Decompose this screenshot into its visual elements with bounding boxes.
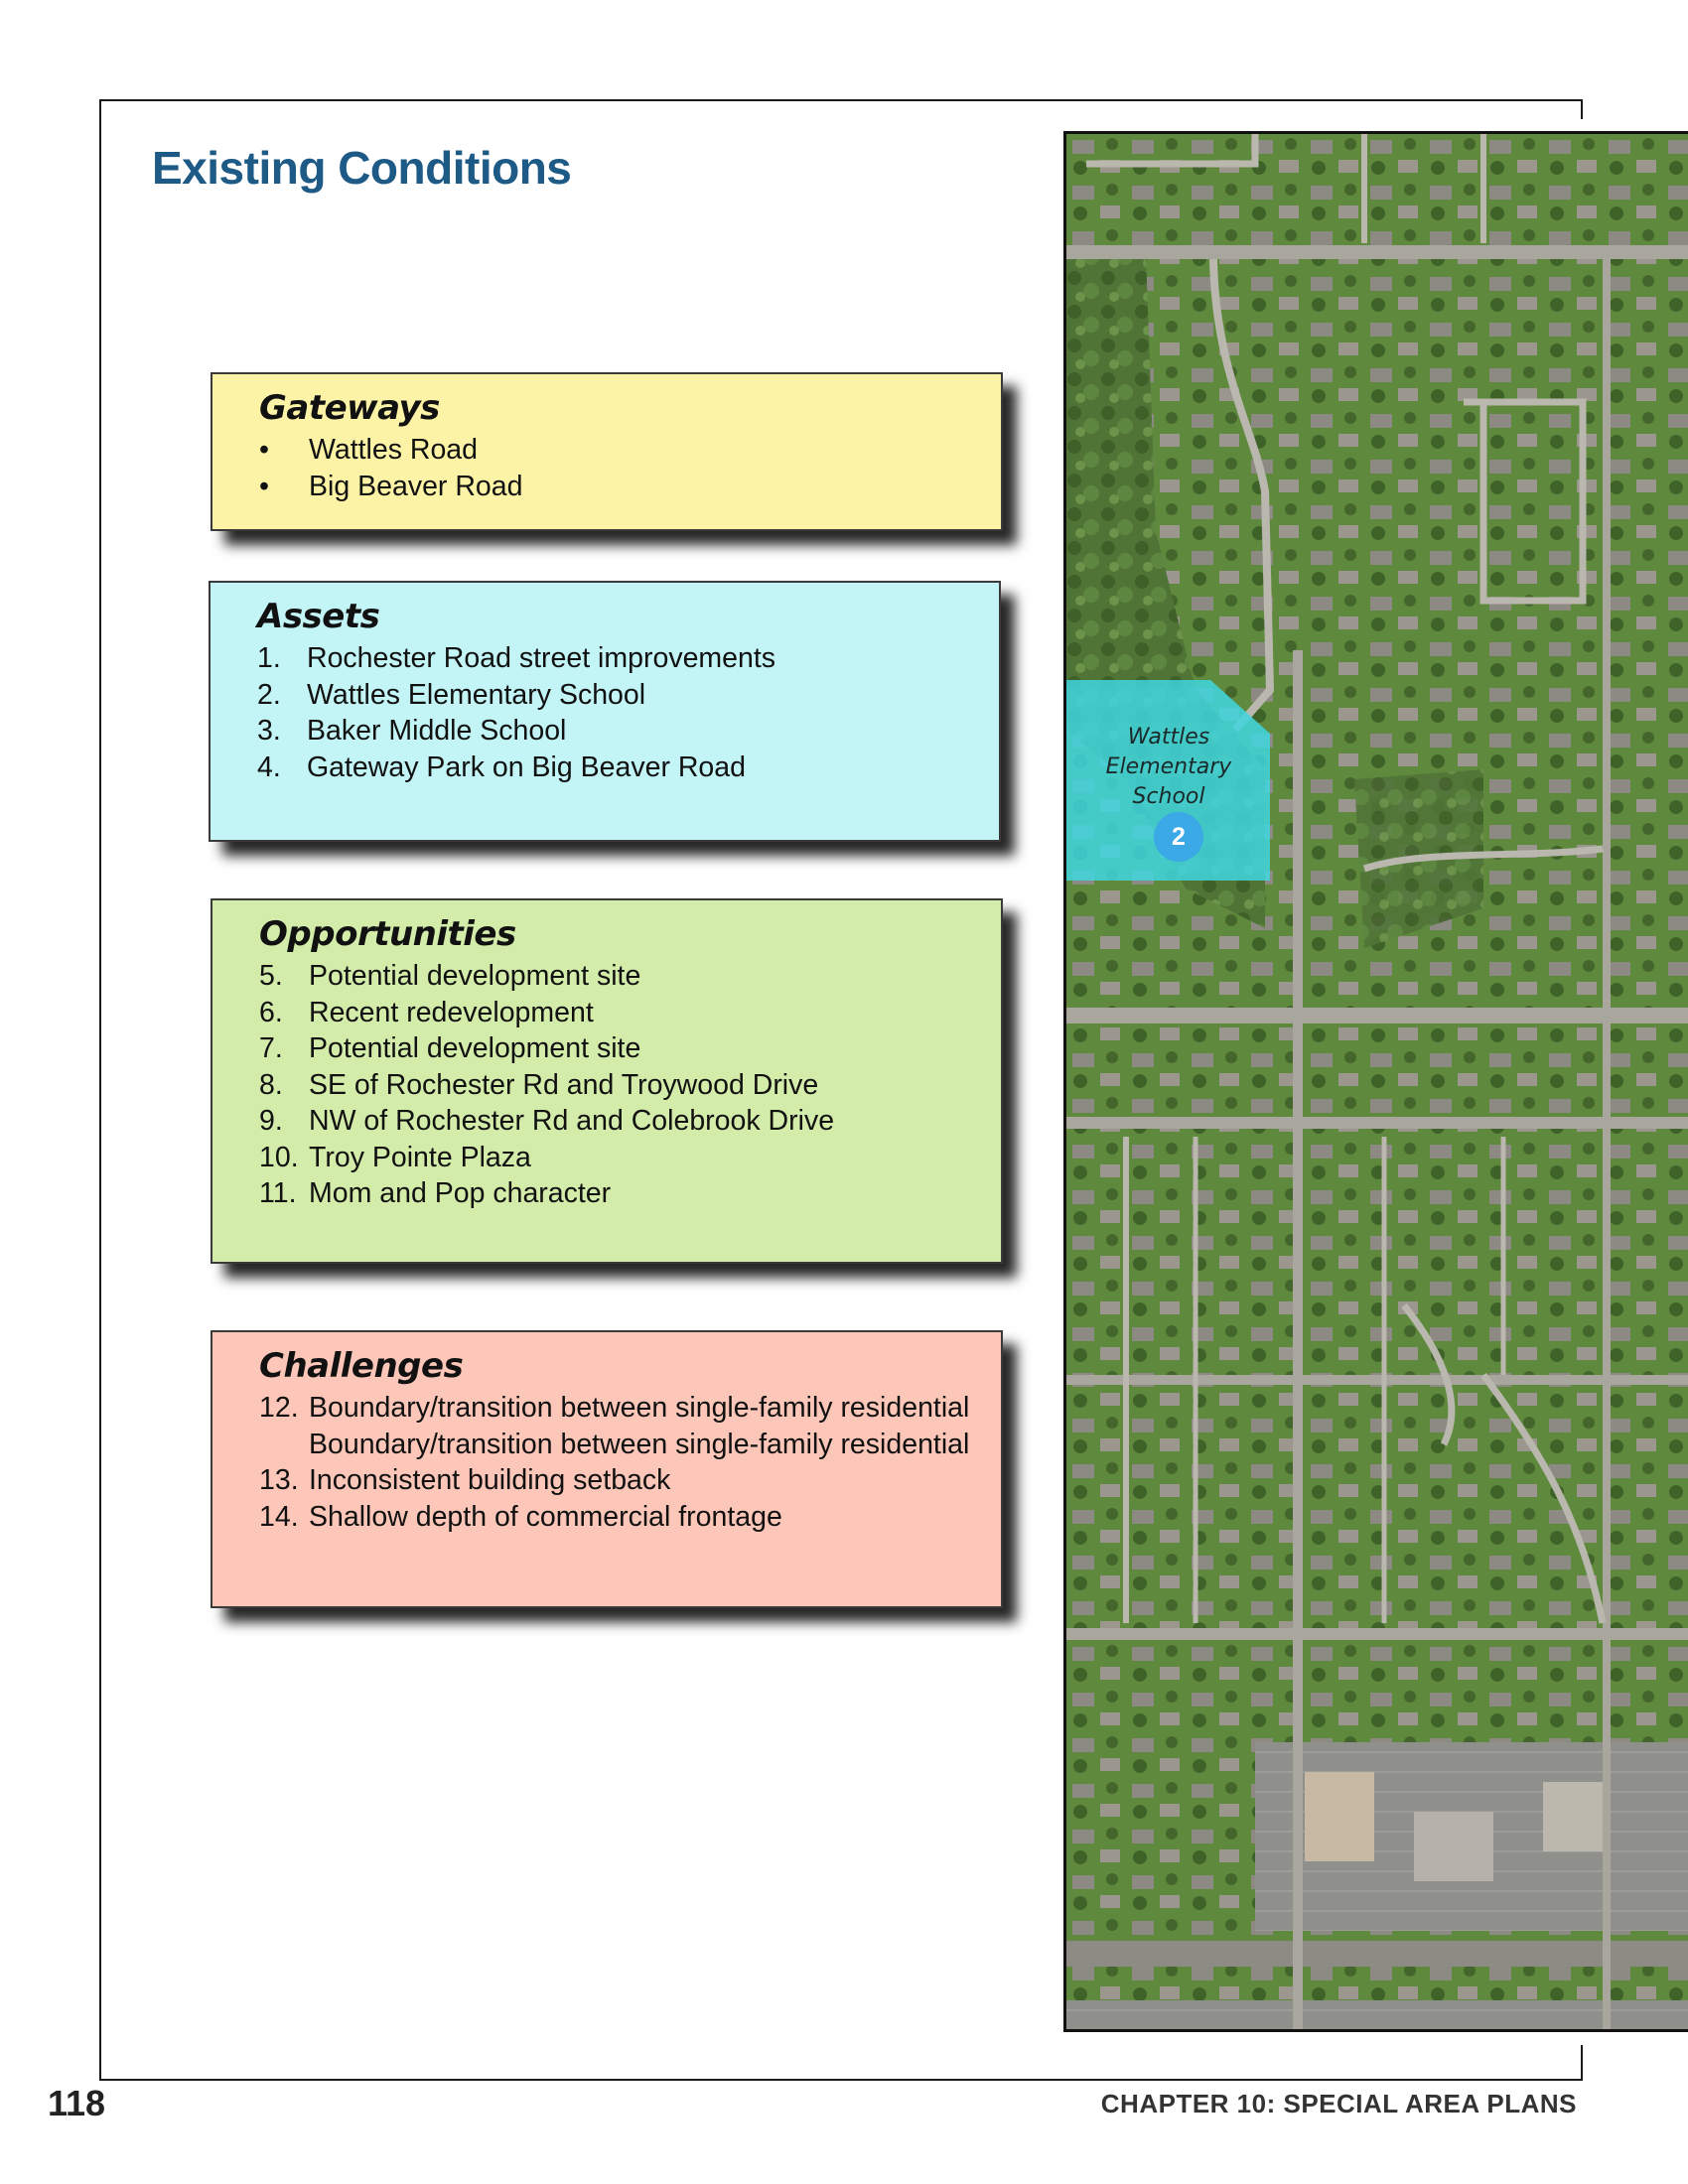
assets-list: 1. Rochester Road street improvements 2. W… <box>257 640 979 785</box>
bullet-icon: • <box>259 434 269 466</box>
list-number: 10. <box>259 1141 299 1173</box>
school-label-line: Wattles <box>1127 725 1210 750</box>
school-label-line: School <box>1132 784 1205 809</box>
list-item-text: Potential development site <box>309 960 641 992</box>
list-item: 12. Boundary/transition between single-fa… <box>259 1390 981 1462</box>
list-item-text: Wattles Elementary School <box>307 678 646 711</box>
list-number: 12. <box>259 1392 299 1424</box>
gateways-list: • Wattles Road • Big Beaver Road <box>259 432 981 504</box>
list-item-text: Gateway Park on Big Beaver Road <box>307 751 746 783</box>
list-number: 1. <box>257 642 281 674</box>
list-item: • Big Beaver Road <box>259 469 981 505</box>
list-item-text: Mom and Pop character <box>309 1177 612 1209</box>
list-number: 2. <box>257 678 281 711</box>
list-item-text: Big Beaver Road <box>309 470 523 502</box>
gateways-box: Gateways • Wattles Road • Big Beaver Roa… <box>211 372 1003 531</box>
chapter-label: CHAPTER 10: SPECIAL AREA PLANS <box>1100 2089 1577 2118</box>
list-item: 4. Gateway Park on Big Beaver Road <box>257 750 979 786</box>
list-item: • Wattles Road <box>259 432 981 469</box>
list-number: 9. <box>259 1105 283 1137</box>
assets-box: Assets 1. Rochester Road street improveme… <box>209 581 1001 842</box>
list-item-text: SE of Rochester Rd and Troywood Drive <box>309 1068 819 1101</box>
list-number: 3. <box>257 715 281 747</box>
list-item: 11. Mom and Pop character <box>259 1175 981 1212</box>
opportunities-list: 5. Potential development site 6. Recent re… <box>259 958 981 1212</box>
list-number: 4. <box>257 751 281 783</box>
list-number: 14. <box>259 1500 299 1533</box>
list-item-text: Rochester Road street improvements <box>307 642 776 674</box>
list-item: 7. Potential development site <box>259 1030 981 1067</box>
gateways-heading: Gateways <box>259 388 440 428</box>
list-item-text: Troy Pointe Plaza <box>309 1141 531 1173</box>
opportunities-box: Opportunities 5. Potential development si… <box>211 898 1003 1264</box>
list-item: 8. SE of Rochester Rd and Troywood Drive <box>259 1067 981 1104</box>
list-item: 9. NW of Rochester Rd and Colebrook Drive <box>259 1103 981 1140</box>
bullet-icon: • <box>259 470 269 502</box>
challenges-list: 12. Boundary/transition between single-fa… <box>259 1390 981 1535</box>
list-item: 14. Shallow depth of commercial frontage <box>259 1499 981 1536</box>
list-item-text: Potential development site <box>309 1032 641 1064</box>
challenges-box: Challenges 12. Boundary/transition betwee… <box>211 1330 1003 1608</box>
list-item: 6. Recent redevelopment <box>259 995 981 1031</box>
list-number: 13. <box>259 1464 299 1496</box>
list-item: 3. Baker Middle School <box>257 713 979 750</box>
list-number: 8. <box>259 1068 283 1101</box>
aerial-map: Wattles Elementary School 2 <box>1063 131 1688 2032</box>
list-number: 6. <box>259 996 283 1028</box>
school-label: Wattles Elementary School <box>1089 723 1248 812</box>
list-item-text: Baker Middle School <box>307 715 567 747</box>
challenges-heading: Challenges <box>259 1346 464 1386</box>
school-number-badge: 2 <box>1154 812 1203 862</box>
list-item: 1. Rochester Road street improvements <box>257 640 979 677</box>
aerial-map-image <box>1066 134 1688 2029</box>
list-number: 7. <box>259 1032 283 1064</box>
list-item: 10. Troy Pointe Plaza <box>259 1140 981 1176</box>
list-item-text: Inconsistent building setback <box>309 1464 671 1496</box>
list-item: 13. Inconsistent building setback <box>259 1462 981 1499</box>
list-number: 11. <box>259 1177 297 1209</box>
list-item-text: NW of Rochester Rd and Colebrook Drive <box>309 1105 835 1137</box>
list-item: 5. Potential development site <box>259 958 981 995</box>
page-number: 118 <box>48 2083 106 2123</box>
list-item-text: Wattles Road <box>309 434 479 466</box>
list-item-text: Boundary/transition between single-famil… <box>309 1392 970 1460</box>
school-label-line: Elementary <box>1105 754 1232 779</box>
page-title: Existing Conditions <box>152 142 572 194</box>
list-item: 2. Wattles Elementary School <box>257 677 979 714</box>
list-number: 5. <box>259 960 283 992</box>
opportunities-heading: Opportunities <box>259 914 516 954</box>
list-item-text: Shallow depth of commercial frontage <box>309 1500 782 1533</box>
assets-heading: Assets <box>257 597 380 636</box>
list-item-text: Recent redevelopment <box>309 996 594 1028</box>
